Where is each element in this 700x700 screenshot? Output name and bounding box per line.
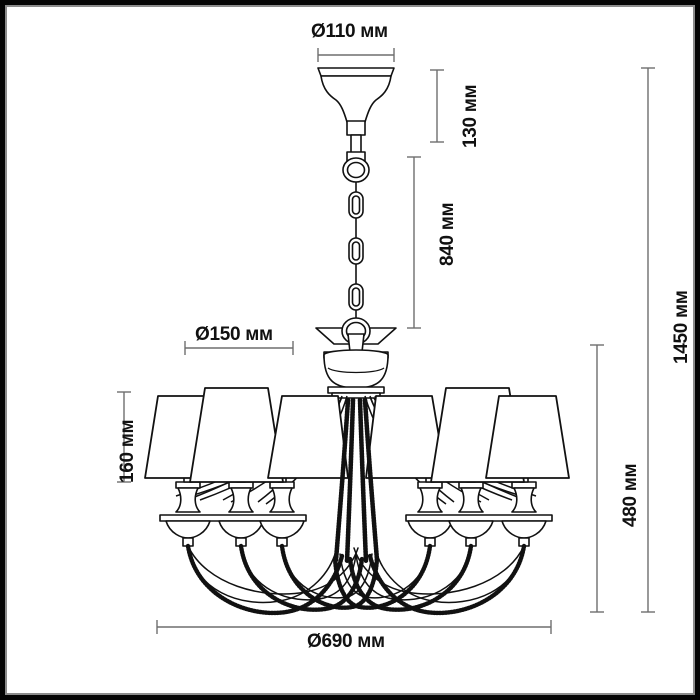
- label-shade-height: 160 мм: [117, 419, 138, 483]
- bead-swags: [185, 543, 527, 616]
- candle-holder: [407, 469, 453, 547]
- dimline-chain-length: [407, 156, 421, 329]
- label-shade-diameter: Ø150 мм: [195, 324, 273, 345]
- lamp-shades: [144, 387, 570, 483]
- ceiling-canopy: [317, 67, 395, 163]
- label-canopy-height: 130 мм: [460, 84, 481, 148]
- dimline-shade-diameter: [184, 341, 294, 355]
- left-candle-holders: [159, 469, 307, 547]
- central-body: [323, 349, 389, 389]
- dimline-total-height: [641, 67, 655, 613]
- suspension-chain: [342, 157, 370, 318]
- dimension-lines: [117, 48, 655, 634]
- right-candle-holders: [405, 469, 553, 547]
- label-overall-diameter: Ø690 мм: [307, 631, 385, 652]
- candle-holder: [218, 469, 264, 547]
- dimline-shade-height: [117, 391, 131, 483]
- top-finial: [315, 317, 397, 353]
- label-canopy-diameter: Ø110 мм: [311, 21, 388, 42]
- label-body-height: 480 мм: [620, 463, 641, 527]
- dimline-canopy-diameter: [317, 48, 395, 62]
- dimline-body-height: [590, 344, 604, 613]
- dimline-canopy-height: [430, 69, 444, 143]
- dimline-overall-diameter: [156, 620, 552, 634]
- candle-holder: [165, 469, 211, 547]
- label-chain-length: 840 мм: [437, 202, 458, 266]
- chandelier-illustration: [144, 67, 570, 616]
- label-total-height: 1450 мм: [671, 290, 692, 364]
- center-bead-strands: [333, 397, 380, 565]
